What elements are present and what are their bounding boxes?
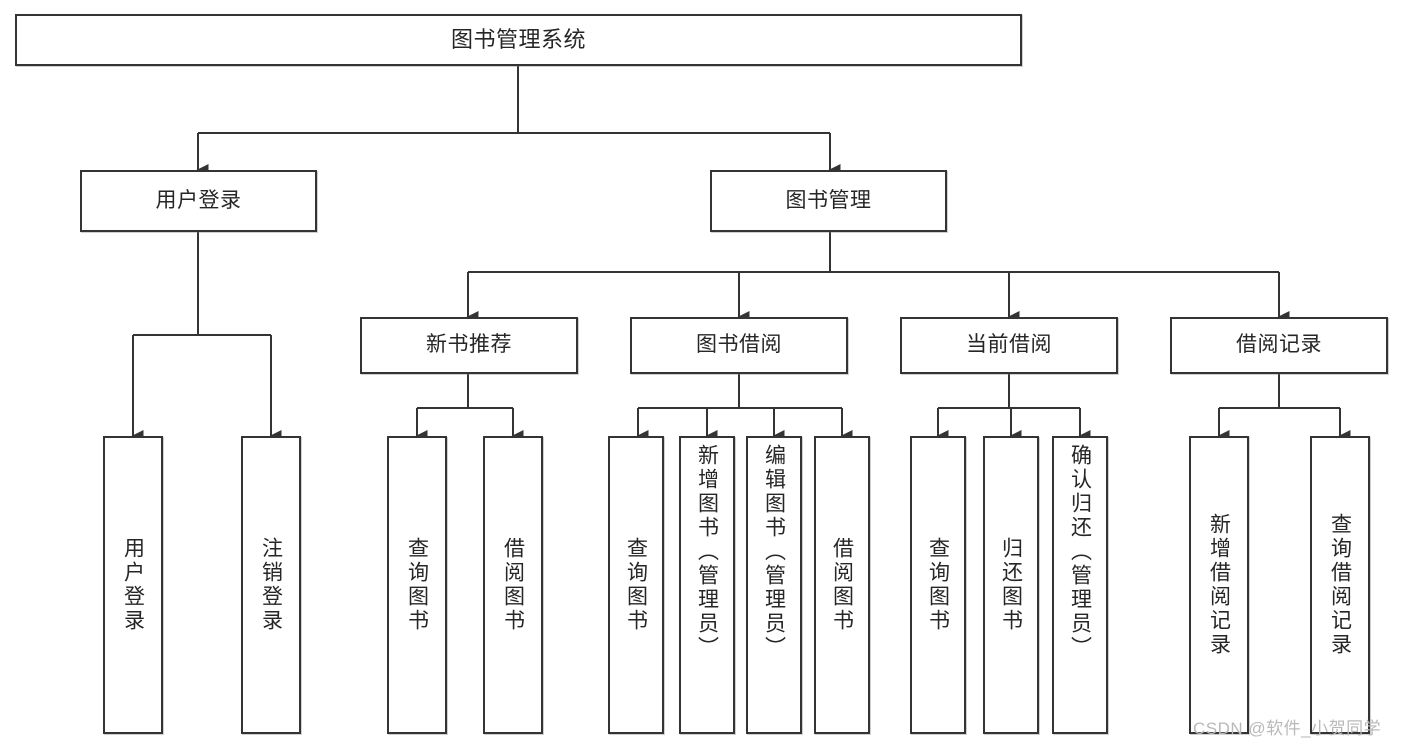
node-leaf-borrow-book-2-label: 借阅图书 [830, 537, 854, 633]
node-borrow-record-label: 借阅记录 [1236, 333, 1322, 357]
node-new-book-recommend-label: 新书推荐 [426, 333, 512, 357]
node-root-label: 图书管理系统 [450, 27, 586, 53]
node-leaf-confirm-return-label: 确认归还（管理员） [1068, 444, 1092, 660]
node-current-borrow-label: 当前借阅 [966, 333, 1052, 357]
node-leaf-user-login[interactable]: 用户登录 [103, 436, 163, 734]
node-leaf-query-book-1-label: 查询图书 [405, 537, 429, 633]
node-current-borrow[interactable]: 当前借阅 [900, 317, 1118, 374]
node-leaf-add-record[interactable]: 新增借阅记录 [1189, 436, 1249, 734]
node-user-login[interactable]: 用户登录 [80, 170, 317, 232]
node-leaf-add-book-label: 新增图书（管理员） [695, 444, 719, 660]
node-root[interactable]: 图书管理系统 [15, 14, 1022, 66]
node-leaf-return-book-label: 归还图书 [999, 537, 1023, 633]
node-leaf-return-book[interactable]: 归还图书 [983, 436, 1039, 734]
node-leaf-logout-label: 注销登录 [259, 537, 283, 633]
node-leaf-borrow-book-1-label: 借阅图书 [501, 537, 525, 633]
node-leaf-query-record[interactable]: 查询借阅记录 [1310, 436, 1370, 734]
node-leaf-query-book-3[interactable]: 查询图书 [910, 436, 966, 734]
node-book-borrow-label: 图书借阅 [696, 333, 782, 357]
node-leaf-query-book-1[interactable]: 查询图书 [387, 436, 447, 734]
node-book-borrow[interactable]: 图书借阅 [630, 317, 848, 374]
node-new-book-recommend[interactable]: 新书推荐 [360, 317, 578, 374]
node-leaf-confirm-return[interactable]: 确认归还（管理员） [1052, 436, 1108, 734]
node-user-login-label: 用户登录 [155, 188, 242, 212]
node-book-management-label: 图书管理 [785, 188, 872, 212]
edges-group [131, 66, 1351, 442]
node-borrow-record[interactable]: 借阅记录 [1170, 317, 1388, 374]
node-leaf-logout[interactable]: 注销登录 [241, 436, 301, 734]
node-leaf-query-book-2[interactable]: 查询图书 [608, 436, 664, 734]
node-leaf-edit-book-label: 编辑图书（管理员） [762, 444, 786, 660]
node-leaf-add-record-label: 新增借阅记录 [1207, 513, 1231, 657]
node-leaf-query-book-3-label: 查询图书 [926, 537, 950, 633]
node-leaf-query-book-2-label: 查询图书 [624, 537, 648, 633]
node-leaf-user-login-label: 用户登录 [121, 537, 145, 633]
node-leaf-edit-book[interactable]: 编辑图书（管理员） [746, 436, 802, 734]
node-leaf-borrow-book-2[interactable]: 借阅图书 [814, 436, 870, 734]
node-leaf-query-record-label: 查询借阅记录 [1328, 513, 1352, 657]
node-leaf-borrow-book-1[interactable]: 借阅图书 [483, 436, 543, 734]
node-book-management[interactable]: 图书管理 [710, 170, 947, 232]
node-leaf-add-book[interactable]: 新增图书（管理员） [679, 436, 735, 734]
csdn-watermark: CSDN @软件_小贺同学 [1193, 719, 1382, 738]
